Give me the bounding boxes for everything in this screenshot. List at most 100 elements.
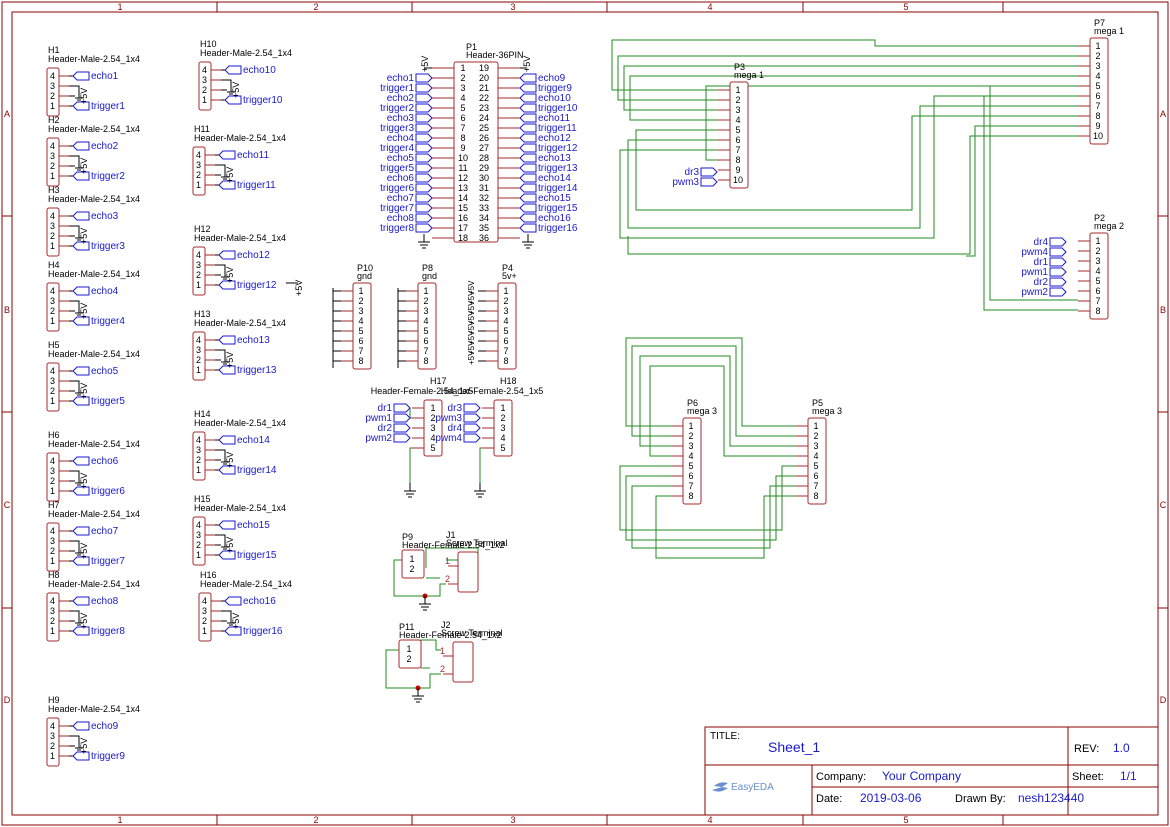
pin-number: 9 xyxy=(1095,121,1100,131)
p1-net-right: echo12 xyxy=(519,133,571,144)
tb-title-label: TITLE: xyxy=(710,731,740,742)
net-flag-shape xyxy=(393,423,411,433)
row-label-right: D xyxy=(1160,695,1167,705)
p1-net-right: echo15 xyxy=(519,193,571,204)
pin-number: 2 xyxy=(1095,246,1100,256)
easyeda-logo: EasyEDA xyxy=(712,782,774,793)
tb-date-label: Date: xyxy=(816,793,842,805)
p4-5v-label: +5V xyxy=(467,290,476,305)
p1-pin-left: 13 xyxy=(458,183,468,193)
header-h17-net: dr1 xyxy=(378,403,411,414)
header-h18-net: dr3 xyxy=(448,403,481,414)
power-block-1-hdr-ref: P9 xyxy=(402,532,413,542)
power-label: +5V xyxy=(79,738,89,754)
net-flag-shape xyxy=(463,403,481,413)
pin-number: 7 xyxy=(688,481,693,491)
net-flag-shape xyxy=(415,173,433,183)
net-label-text: echo11 xyxy=(237,150,270,161)
header-part-name: Header-Male-2.54_1x4 xyxy=(48,124,140,134)
pin-number: 7 xyxy=(358,346,363,356)
p1-pin-left: 12 xyxy=(458,173,468,183)
pin-number: 4 xyxy=(50,721,55,731)
header-h18-net: dr4 xyxy=(448,423,481,434)
net-label-echo: echo15 xyxy=(218,520,270,531)
pin-number: 5 xyxy=(423,326,428,336)
connector-p2-ref: P2 xyxy=(1094,213,1105,223)
connector-p7-body xyxy=(1089,37,1109,145)
pin-number: 2 xyxy=(50,231,55,241)
header-h18-ref: H18 xyxy=(500,376,517,386)
header-ref: H12 xyxy=(194,224,211,234)
pin-number: 3 xyxy=(1095,256,1100,266)
p1-net-right: trigger13 xyxy=(519,163,578,174)
p1-net-left: trigger8 xyxy=(380,223,433,234)
header-part-name: Header-Male-2.54_1x4 xyxy=(200,48,292,58)
pin-number: 1 xyxy=(196,180,201,190)
net-label-text: echo9 xyxy=(91,721,119,732)
header-h17-gnd-wire xyxy=(409,447,412,483)
net-label-text: pwm4 xyxy=(435,433,462,444)
column-label-top: 4 xyxy=(707,2,712,12)
p1-net-right: echo14 xyxy=(519,173,571,184)
pin-number: 4 xyxy=(50,596,55,606)
pin-number: 5 xyxy=(813,461,818,471)
net-flag-shape xyxy=(463,423,481,433)
p1-pin-right: 24 xyxy=(479,113,489,123)
net-label-text: echo12 xyxy=(538,133,571,144)
p1-net-right: trigger12 xyxy=(519,143,578,154)
header-h18-net: pwm3 xyxy=(435,413,481,424)
power-label: +5V xyxy=(231,613,241,629)
net-label-trigger: trigger2 xyxy=(72,171,125,182)
net-label-text: trigger3 xyxy=(380,123,414,134)
pin-number: 1 xyxy=(1095,236,1100,246)
wire xyxy=(983,95,1078,311)
p1-pin-left: 14 xyxy=(458,193,468,203)
p1-part-name: Header-36PIN xyxy=(466,50,524,60)
p1-net-left: echo7 xyxy=(387,193,433,204)
pin-number: 8 xyxy=(503,356,508,366)
header-h17-net: pwm1 xyxy=(365,413,411,424)
pin-number: 2 xyxy=(50,546,55,556)
net-label-text: echo13 xyxy=(538,153,571,164)
net-flag-shape xyxy=(463,413,481,423)
wire-gnd xyxy=(215,349,226,362)
net-label-text: echo5 xyxy=(91,366,119,377)
header-body xyxy=(192,246,206,296)
p2-net: dr4 xyxy=(1034,237,1067,248)
pin-number: 3 xyxy=(503,306,508,316)
p11-wire-2 xyxy=(420,639,441,658)
net-flag-shape xyxy=(415,183,433,193)
net-flag-shape xyxy=(1049,247,1067,257)
p1-net-right: trigger14 xyxy=(519,183,578,194)
net-flag-shape xyxy=(72,71,90,81)
header-ref: H6 xyxy=(48,430,60,440)
net-flag-shape xyxy=(72,141,90,151)
wire-gnd xyxy=(69,470,80,483)
pin-number: 3 xyxy=(688,441,693,451)
header-body xyxy=(46,282,60,332)
pin-number: 1 xyxy=(503,286,508,296)
wire-gnd xyxy=(221,610,232,623)
header-body xyxy=(46,522,60,572)
connector-p8-ref: P8 xyxy=(422,263,433,273)
net-flag-shape xyxy=(415,143,433,153)
p1-pin-right: 30 xyxy=(479,173,489,183)
pin-number: 1 xyxy=(50,396,55,406)
tb-drawn-label: Drawn By: xyxy=(955,793,1006,805)
pin-number: 4 xyxy=(500,433,505,443)
pin-number: 3 xyxy=(50,151,55,161)
net-flag-shape xyxy=(415,93,433,103)
pin-number: 5 xyxy=(358,326,363,336)
net-label-text: trigger4 xyxy=(91,316,125,327)
p1-net-right: trigger15 xyxy=(519,203,578,214)
header-h6: H6Header-Male-2.54_1x44321echo6trigger6+… xyxy=(46,430,140,502)
p1-net-right: trigger9 xyxy=(519,83,572,94)
pin-number: 4 xyxy=(50,286,55,296)
row-label-right: A xyxy=(1160,109,1166,119)
row-label-left: D xyxy=(4,695,11,705)
inner-border xyxy=(11,11,1159,816)
